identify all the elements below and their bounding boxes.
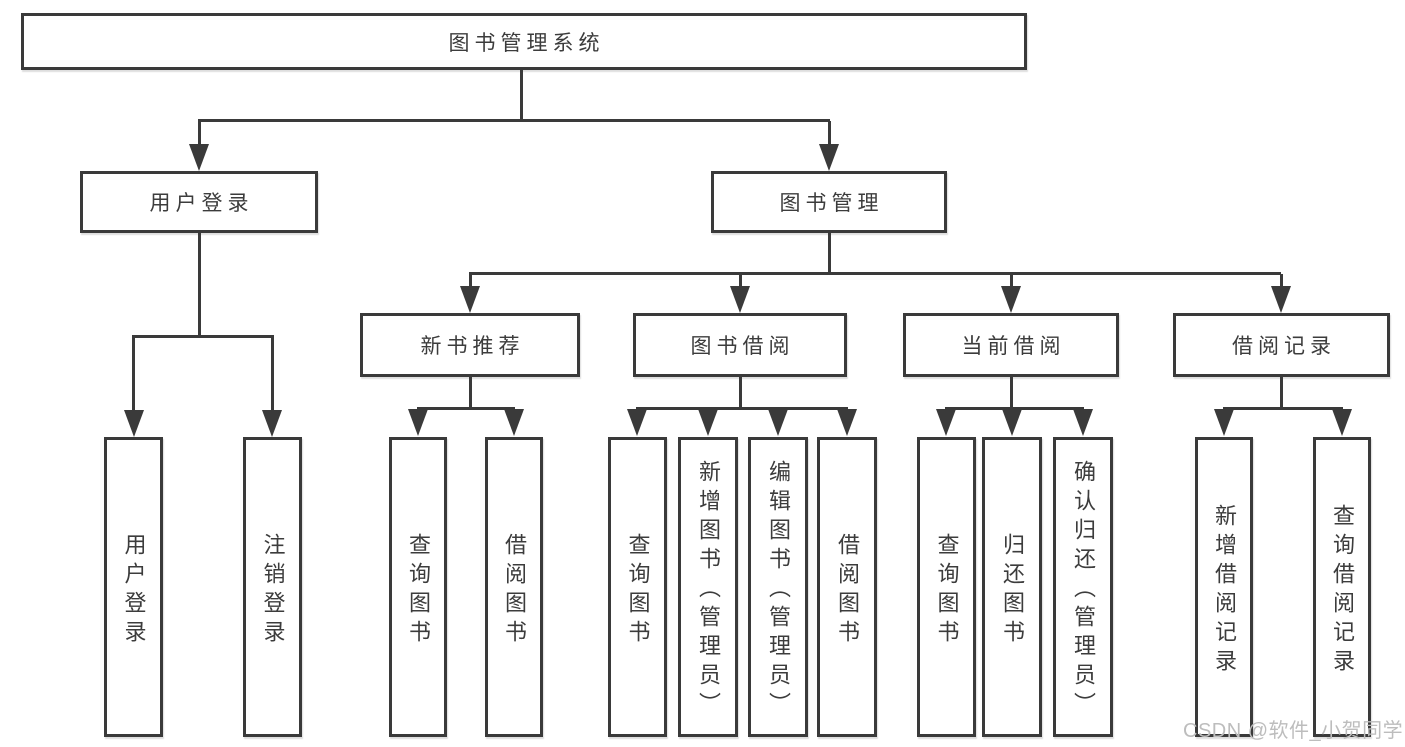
edge-book-management-stem bbox=[828, 233, 831, 274]
leaf-confirm-return-admin-label: 确认归还（管理员） bbox=[1071, 460, 1096, 721]
leaf-borrow-books-label: 借阅图书 bbox=[835, 532, 860, 649]
edge-root-bar bbox=[198, 119, 830, 122]
node-current-borrow-label: 当前借阅 bbox=[961, 335, 1066, 358]
arrow-to-leaf-icon bbox=[504, 409, 524, 436]
arrow-to-leaf-icon bbox=[1214, 409, 1234, 436]
edge-borrow-records-bar bbox=[1223, 407, 1343, 410]
leaf-user-login-label: 用户登录 bbox=[121, 532, 147, 649]
node-new-book-recommend: 新书推荐 bbox=[360, 313, 580, 377]
leaf-edit-books-admin: 编辑图书（管理员） bbox=[748, 437, 808, 737]
edge-book-borrow-stem bbox=[739, 377, 742, 408]
node-borrow-records-label: 借阅记录 bbox=[1232, 335, 1336, 358]
arrow-to-leaf-icon bbox=[1002, 409, 1022, 436]
leaf-borrow-books-recommend: 借阅图书 bbox=[485, 437, 543, 737]
edge-root-to-book-management-line bbox=[828, 121, 831, 146]
arrow-to-leaf-icon bbox=[408, 409, 428, 436]
edge-root-stem bbox=[520, 70, 523, 120]
node-user-login: 用户登录 bbox=[80, 171, 318, 233]
leaf-return-books-label: 归还图书 bbox=[1000, 532, 1025, 649]
edge-user-login-leaf2-line bbox=[271, 337, 274, 411]
leaf-return-books: 归还图书 bbox=[982, 437, 1042, 737]
node-current-borrow: 当前借阅 bbox=[903, 313, 1119, 377]
leaf-add-books-admin-label: 新增图书（管理员） bbox=[696, 460, 721, 721]
node-book-management-label: 图书管理 bbox=[779, 192, 884, 215]
leaf-logout-label: 注销登录 bbox=[260, 532, 286, 649]
leaf-add-books-admin: 新增图书（管理员） bbox=[678, 437, 738, 737]
node-book-management: 图书管理 bbox=[711, 171, 947, 233]
leaf-confirm-return-admin: 确认归还（管理员） bbox=[1053, 437, 1113, 737]
edge-root-to-user-login-line bbox=[198, 121, 201, 146]
leaf-logout: 注销登录 bbox=[243, 437, 302, 737]
arrow-to-current-borrow-icon bbox=[1001, 286, 1021, 313]
leaf-add-borrow-record-label: 新增借阅记录 bbox=[1212, 503, 1237, 678]
leaf-user-login: 用户登录 bbox=[104, 437, 163, 737]
arrow-to-leaf-icon bbox=[936, 409, 956, 436]
leaf-borrow-books-recommend-label: 借阅图书 bbox=[502, 532, 527, 649]
arrow-to-book-borrow-icon bbox=[730, 286, 750, 313]
arrow-to-leaf-icon bbox=[698, 409, 718, 436]
leaf-query-books-recommend: 查询图书 bbox=[389, 437, 447, 737]
arrow-to-user-login-icon bbox=[189, 144, 209, 171]
edge-user-login-bar bbox=[132, 335, 274, 338]
edge-user-login-leaf1-line bbox=[132, 337, 135, 411]
leaf-query-borrow-record-label: 查询借阅记录 bbox=[1330, 503, 1355, 678]
edge-to-current-borrow-line bbox=[1010, 274, 1013, 287]
edge-current-borrow-bar bbox=[945, 407, 1084, 410]
arrow-to-leaf-icon bbox=[627, 409, 647, 436]
edge-book-borrow-bar bbox=[636, 407, 848, 410]
node-new-book-recommend-label: 新书推荐 bbox=[420, 335, 525, 358]
node-book-borrow-label: 图书借阅 bbox=[690, 335, 795, 358]
arrow-to-leaf-icon bbox=[262, 410, 282, 437]
leaf-query-books-current: 查询图书 bbox=[917, 437, 976, 737]
leaf-query-books-borrow: 查询图书 bbox=[608, 437, 667, 737]
arrow-to-leaf-icon bbox=[768, 409, 788, 436]
edge-borrow-records-stem bbox=[1280, 377, 1283, 408]
edge-to-borrow-records-line bbox=[1280, 274, 1283, 287]
edge-user-login-stem bbox=[198, 233, 201, 335]
leaf-edit-books-admin-label: 编辑图书（管理员） bbox=[766, 460, 791, 721]
edge-level3-bar bbox=[469, 272, 1281, 275]
leaf-query-books-current-label: 查询图书 bbox=[934, 532, 960, 649]
edge-to-book-borrow-line bbox=[739, 274, 742, 287]
leaf-add-borrow-record: 新增借阅记录 bbox=[1195, 437, 1253, 737]
arrow-to-borrow-records-icon bbox=[1271, 286, 1291, 313]
edge-to-new-book-recommend-line bbox=[469, 274, 472, 287]
edge-new-book-recommend-stem bbox=[469, 377, 472, 408]
leaf-query-books-borrow-label: 查询图书 bbox=[625, 532, 651, 649]
leaf-query-borrow-record: 查询借阅记录 bbox=[1313, 437, 1371, 737]
node-root: 图书管理系统 bbox=[21, 13, 1027, 70]
leaf-borrow-books: 借阅图书 bbox=[817, 437, 877, 737]
edge-new-book-recommend-bar bbox=[417, 407, 515, 410]
node-user-login-label: 用户登录 bbox=[149, 192, 254, 215]
arrow-to-leaf-icon bbox=[1332, 409, 1352, 436]
node-root-label: 图书管理系统 bbox=[448, 31, 605, 55]
arrow-to-leaf-icon bbox=[837, 409, 857, 436]
watermark: CSDN @软件_小贺同学 bbox=[1183, 720, 1404, 742]
arrow-to-leaf-icon bbox=[124, 410, 144, 437]
arrow-to-leaf-icon bbox=[1073, 409, 1093, 436]
arrow-to-book-management-icon bbox=[819, 144, 839, 171]
node-borrow-records: 借阅记录 bbox=[1173, 313, 1390, 377]
node-book-borrow: 图书借阅 bbox=[633, 313, 847, 377]
edge-current-borrow-stem bbox=[1010, 377, 1013, 408]
leaf-query-books-recommend-label: 查询图书 bbox=[406, 532, 431, 649]
arrow-to-new-book-recommend-icon bbox=[460, 286, 480, 313]
